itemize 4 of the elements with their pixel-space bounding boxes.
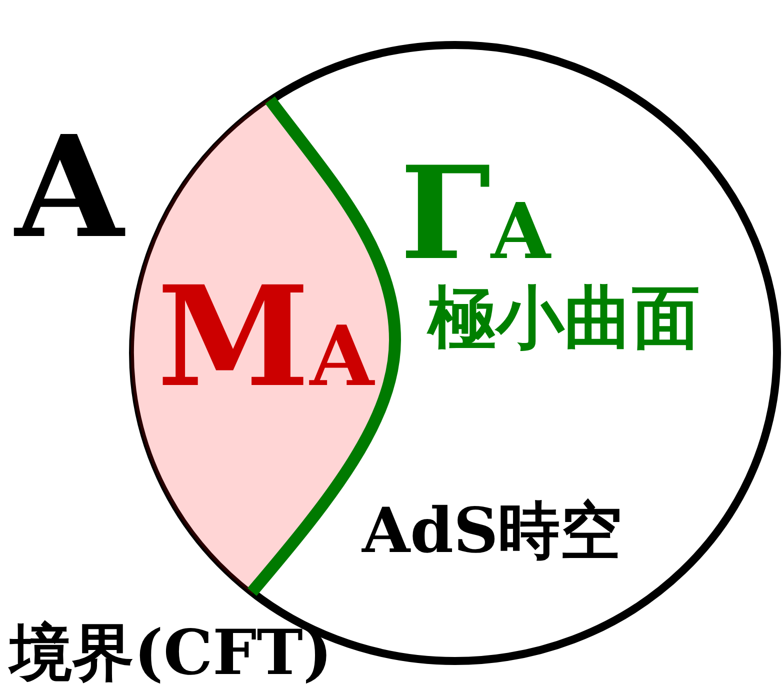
boundary-region-label: A [15,118,124,258]
boundary-label: 境界(CFT) [10,622,332,684]
region-label: AdS時空 [362,500,622,562]
curve-label: 極小曲面 [428,284,700,352]
